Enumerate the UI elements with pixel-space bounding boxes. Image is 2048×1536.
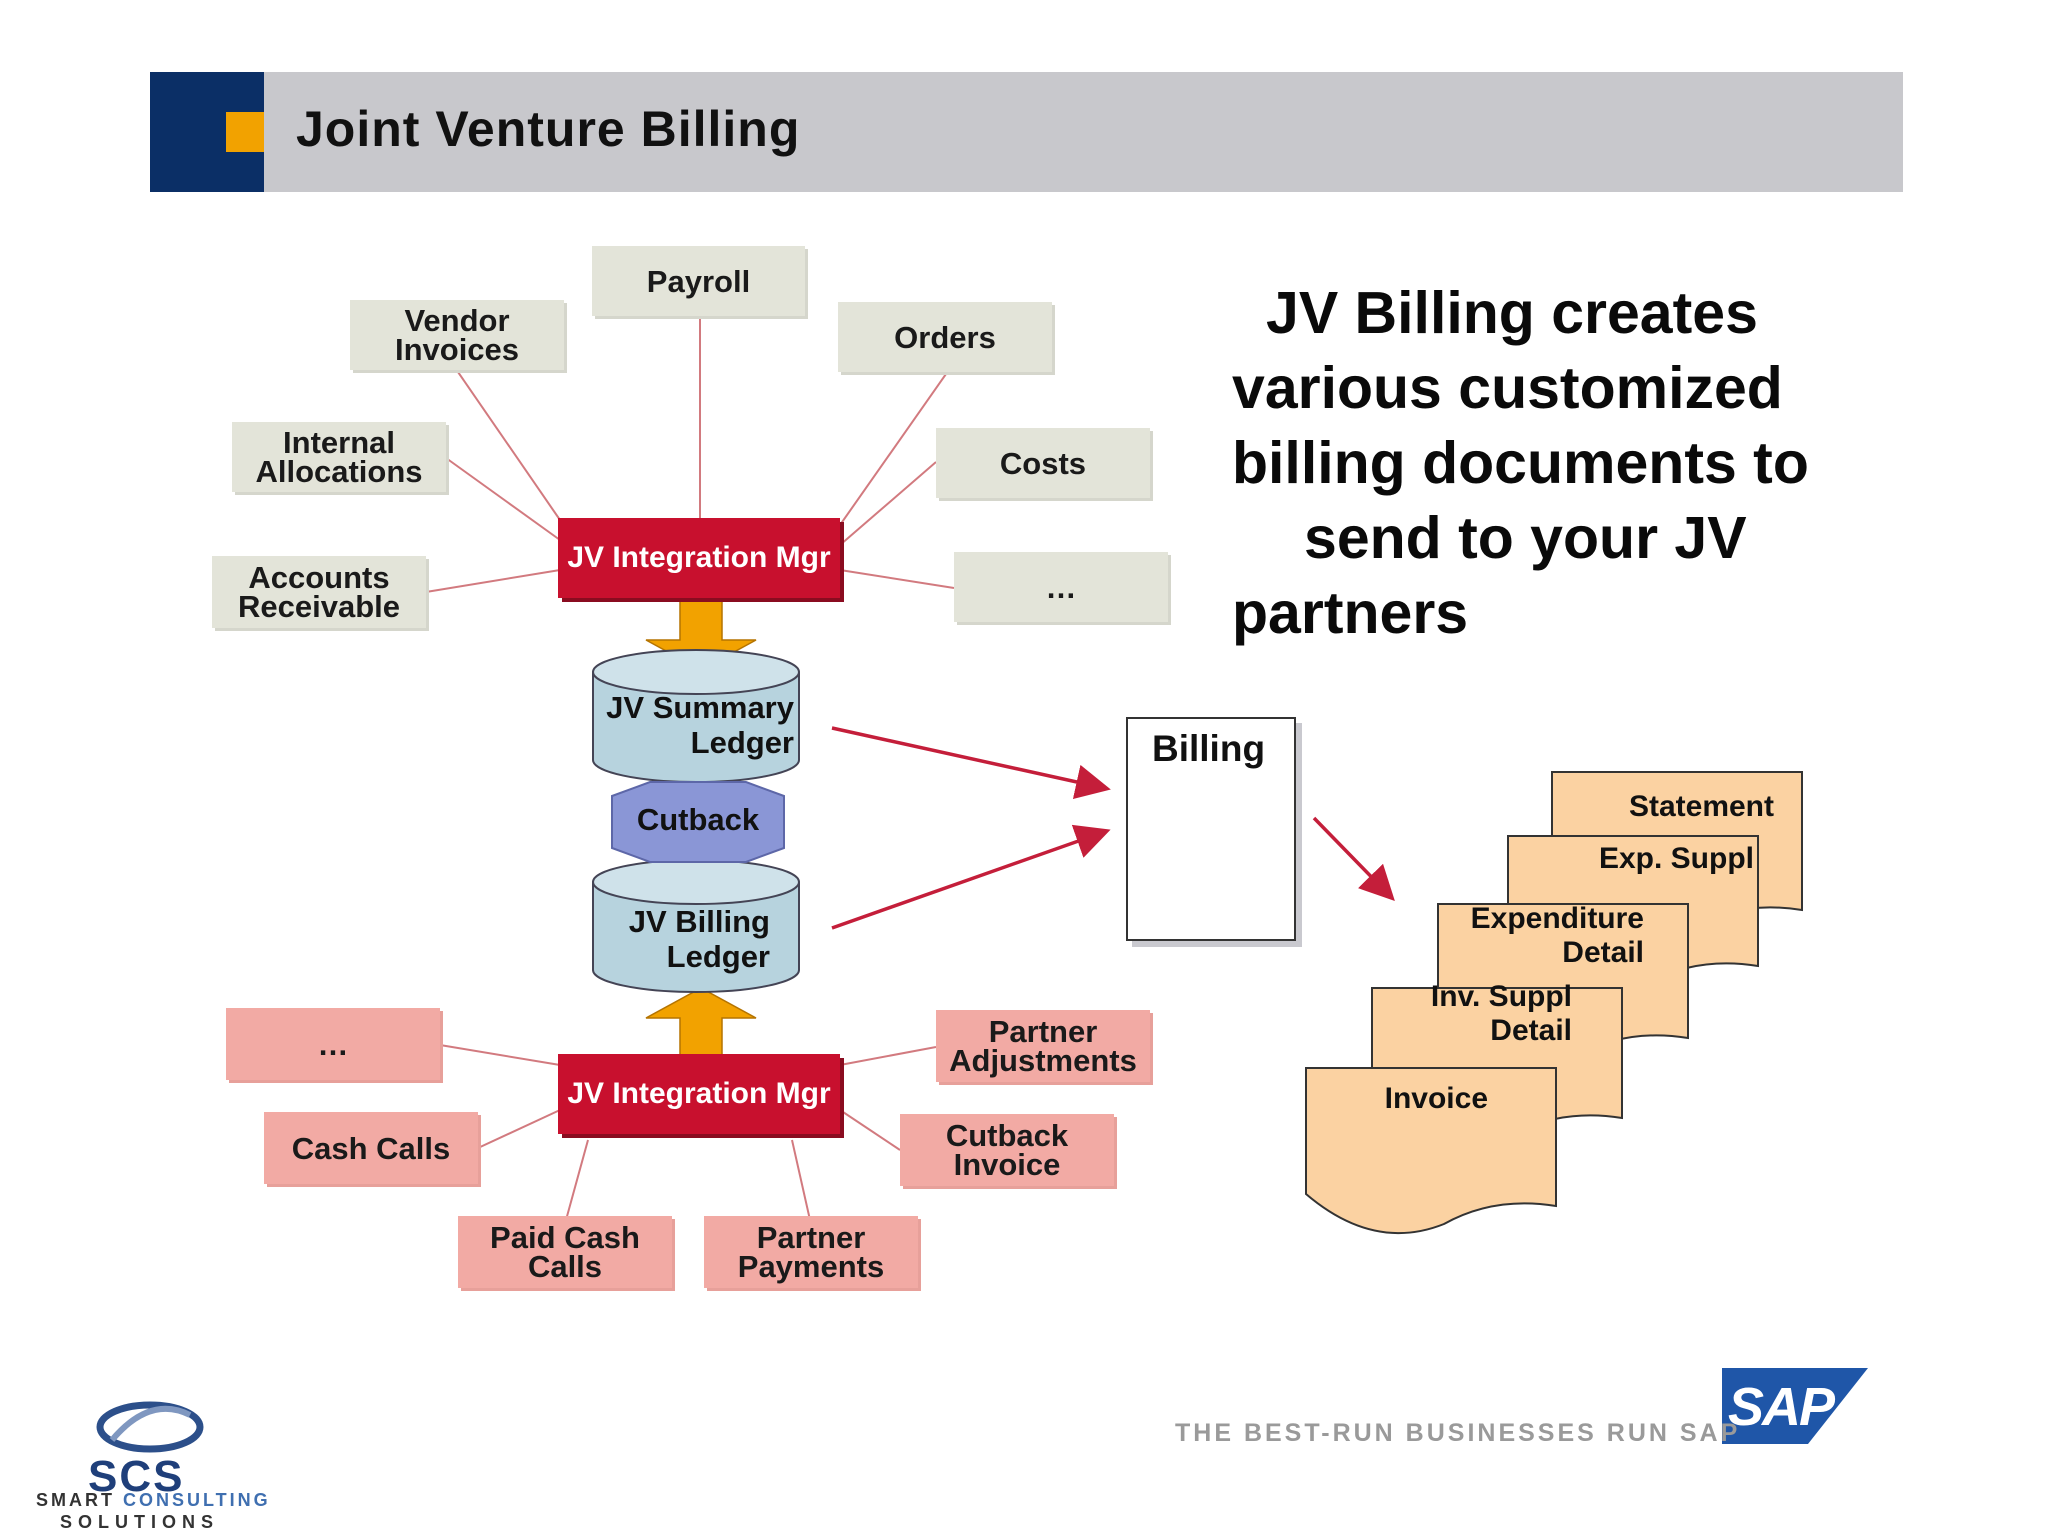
connector-partner-adjustments <box>839 1046 937 1066</box>
connector-more-top <box>839 569 955 589</box>
header-orange-accent <box>226 112 264 152</box>
connector-cutback-invoice <box>839 1109 901 1151</box>
connector-orders <box>839 373 947 526</box>
doc-label-invoice: Invoice <box>1384 1082 1488 1115</box>
sap-logo-shape <box>1722 1368 1868 1444</box>
doc-label-statement: Statement <box>1628 790 1774 823</box>
connector-paid-cash-calls <box>565 1139 589 1221</box>
connector-accounts-receivable <box>425 569 561 593</box>
arrow-summary-to-billing <box>831 726 1111 800</box>
sap-tagline: THE BEST-RUN BUSINESSES RUN SAP <box>1175 1419 1741 1447</box>
header-band <box>150 72 1903 192</box>
connector-costs <box>839 461 937 546</box>
invoice-doc <box>1305 1067 1557 1235</box>
connector-more-bottom <box>439 1044 561 1066</box>
billing-ledger-cylinder <box>592 859 800 993</box>
arrow-billing-to-documents <box>1312 816 1395 902</box>
source-cash-calls: Cash Calls <box>264 1112 478 1184</box>
billing-document <box>1126 717 1296 941</box>
connector-cash-calls <box>477 1109 561 1149</box>
page-title: Joint Venture Billing <box>296 101 801 157</box>
connector-internal-allocations <box>445 457 561 541</box>
jv-integration-mgr-bottom: JV Integration Mgr <box>558 1054 840 1134</box>
source-payroll: Payroll <box>592 246 805 316</box>
source-orders: Orders <box>838 302 1052 372</box>
source-costs: Costs <box>936 428 1150 498</box>
cutback-label: Cutback <box>636 802 760 837</box>
connector-vendor-invoices <box>457 371 561 521</box>
main-description: JV Billing creates various customized bi… <box>1232 280 1809 646</box>
scs-swoosh-icon <box>96 1401 204 1453</box>
billing-label: Billing <box>1152 728 1266 769</box>
scs-logo-text: SCS <box>88 1452 185 1501</box>
arrow-billing-ledger-to-billing <box>831 824 1111 930</box>
sap-logo-text: SAP <box>1728 1377 1835 1437</box>
source-more-bottom: … <box>226 1008 440 1080</box>
cutback-hexagon <box>611 781 785 863</box>
arrow-up-icon <box>645 987 757 1061</box>
doc-label-exp-suppl: Exp. Suppl <box>1598 842 1754 875</box>
jv-integration-mgr-top: JV Integration Mgr <box>558 518 840 598</box>
source-more-top: … <box>954 552 1168 622</box>
scs-logo-line1: SMART CONSULTING <box>36 1490 271 1510</box>
connector-partner-payments <box>791 1139 811 1221</box>
scs-logo-line2: SOLUTIONS <box>60 1512 220 1532</box>
